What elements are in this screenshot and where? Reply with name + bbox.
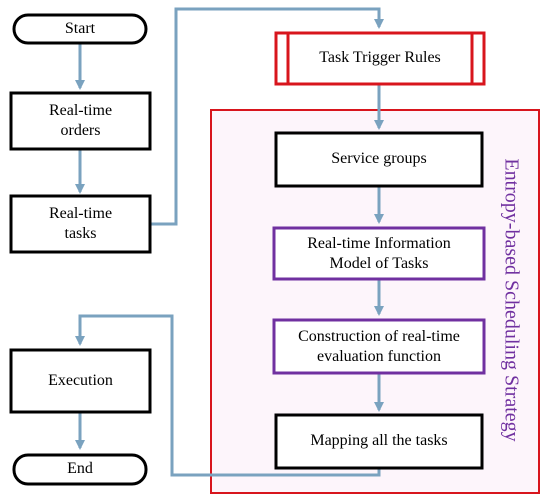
- service-groups-node: [274, 131, 484, 188]
- realtime-tasks-node: [9, 194, 152, 254]
- mapping-tasks-node: [274, 413, 484, 470]
- realtime-orders-node: [9, 91, 152, 151]
- start-node: [12, 13, 148, 45]
- strategy-label: Entropy-based Scheduling Strategy: [500, 158, 523, 442]
- end-node: [12, 453, 148, 486]
- arrow-mapping-to-execution: [75, 314, 381, 477]
- task-trigger-rules-node: [274, 31, 486, 86]
- evaluation-function-node: [272, 318, 486, 375]
- arrow-tasks-to-trigger: [150, 7, 384, 226]
- info-model-node: [272, 226, 486, 281]
- execution-node: [9, 348, 152, 414]
